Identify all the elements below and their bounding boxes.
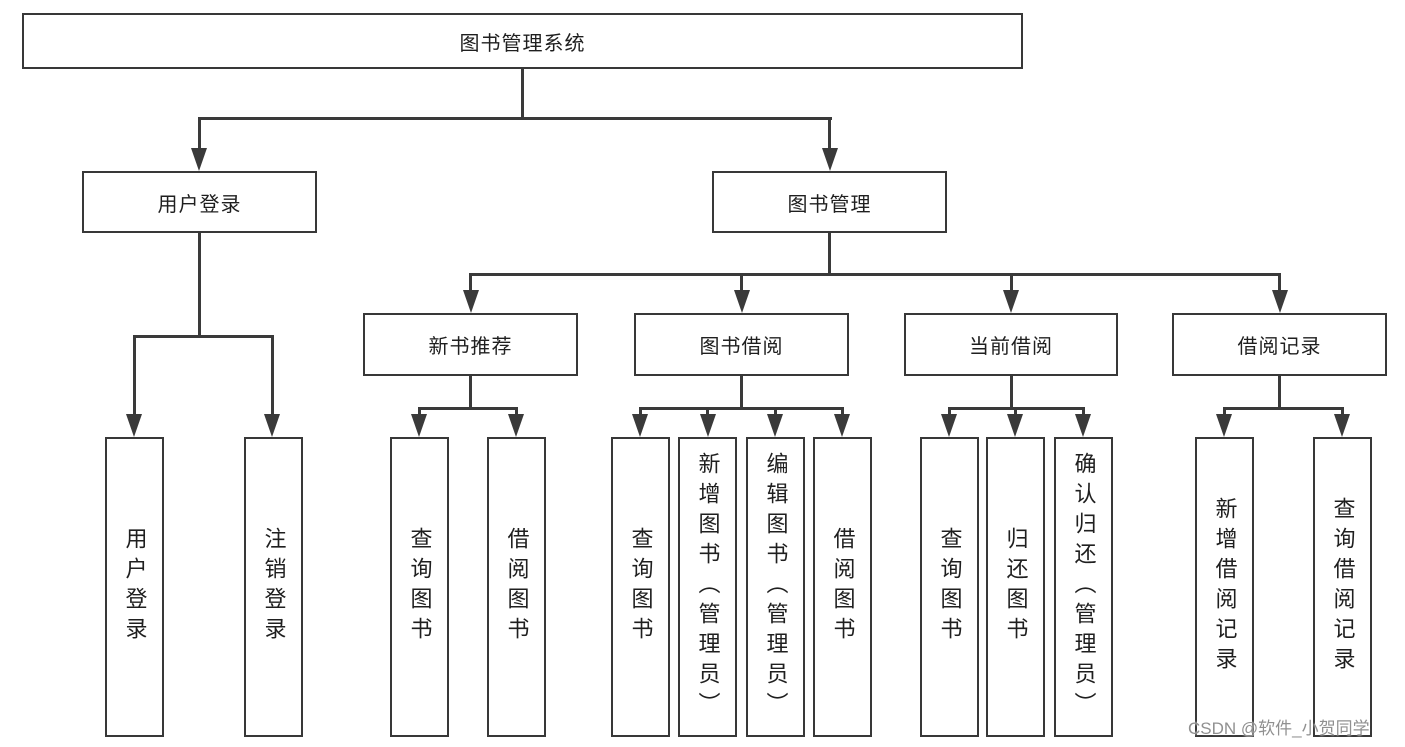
connector-line — [133, 335, 136, 417]
leaf-query-books-borrowing-label: 查询图书 — [628, 527, 654, 647]
connector-line — [1010, 376, 1013, 407]
leaf-logout-label: 注销登录 — [261, 527, 287, 647]
leaf-confirm-return-admin: 确认归还（管理员） — [1054, 437, 1113, 737]
arrow-down-icon — [411, 414, 427, 437]
arrow-down-icon — [1216, 414, 1232, 437]
connector-line — [418, 407, 421, 416]
node-borrowing-records: 借阅记录 — [1172, 313, 1387, 376]
connector-line — [1223, 407, 1226, 416]
arrow-down-icon — [191, 148, 207, 171]
arrow-down-icon — [700, 414, 716, 437]
connector-line — [521, 69, 524, 117]
connector-line — [1278, 273, 1281, 293]
node-book-borrowing-label: 图书借阅 — [699, 336, 784, 358]
leaf-user-login: 用户登录 — [105, 437, 164, 737]
node-new-book-recommendation-label: 新书推荐 — [428, 336, 513, 358]
node-user-login: 用户登录 — [82, 171, 317, 233]
connector-line — [198, 117, 201, 151]
leaf-edit-book-admin: 编辑图书（管理员） — [746, 437, 805, 737]
connector-line — [774, 407, 777, 416]
node-root-label: 图书管理系统 — [459, 32, 586, 55]
connector-line — [1010, 273, 1013, 293]
node-root: 图书管理系统 — [22, 13, 1023, 69]
node-current-borrowing: 当前借阅 — [904, 313, 1118, 376]
leaf-query-books-current: 查询图书 — [920, 437, 979, 737]
arrow-down-icon — [632, 414, 648, 437]
arrow-down-icon — [264, 414, 280, 437]
arrow-down-icon — [822, 148, 838, 171]
node-new-book-recommendation: 新书推荐 — [363, 313, 578, 376]
connector-line — [639, 407, 642, 416]
arrow-down-icon — [941, 414, 957, 437]
connector-line — [740, 273, 743, 293]
arrow-down-icon — [1075, 414, 1091, 437]
connector-line — [469, 273, 1281, 276]
leaf-borrow-books-recommend: 借阅图书 — [487, 437, 546, 737]
connector-line — [1278, 376, 1281, 407]
connector-line — [469, 376, 472, 407]
leaf-return-book: 归还图书 — [986, 437, 1045, 737]
arrow-down-icon — [767, 414, 783, 437]
connector-line — [841, 407, 844, 416]
leaf-edit-book-admin-label: 编辑图书（管理员） — [763, 452, 789, 722]
node-borrowing-records-label: 借阅记录 — [1237, 336, 1322, 358]
leaf-add-book-admin-label: 新增图书（管理员） — [695, 452, 721, 722]
leaf-query-books-current-label: 查询图书 — [937, 527, 963, 647]
connector-line — [1014, 407, 1017, 416]
arrow-down-icon — [463, 290, 479, 313]
connector-line — [271, 335, 274, 417]
connector-line — [198, 117, 832, 120]
connector-line — [828, 233, 831, 273]
connector-line — [418, 407, 518, 410]
arrow-down-icon — [1334, 414, 1350, 437]
connector-line — [706, 407, 709, 416]
node-book-management-label: 图书管理 — [787, 193, 872, 216]
connector-line — [1341, 407, 1344, 416]
leaf-query-books-recommend-label: 查询图书 — [407, 527, 433, 647]
connector-line — [1082, 407, 1085, 416]
connector-line — [948, 407, 951, 416]
leaf-user-login-label: 用户登录 — [122, 527, 148, 647]
arrow-down-icon — [508, 414, 524, 437]
connector-line — [740, 376, 743, 407]
arrow-down-icon — [834, 414, 850, 437]
leaf-add-borrow-record-label: 新增借阅记录 — [1212, 497, 1238, 677]
arrow-down-icon — [1003, 290, 1019, 313]
leaf-borrow-books-recommend-label: 借阅图书 — [504, 527, 530, 647]
connector-line — [515, 407, 518, 416]
node-book-management: 图书管理 — [712, 171, 947, 233]
leaf-query-borrow-record: 查询借阅记录 — [1313, 437, 1372, 737]
node-user-login-label: 用户登录 — [157, 193, 242, 216]
connector-line — [198, 233, 201, 335]
arrow-down-icon — [1007, 414, 1023, 437]
arrow-down-icon — [126, 414, 142, 437]
leaf-confirm-return-admin-label: 确认归还（管理员） — [1071, 452, 1097, 722]
arrow-down-icon — [734, 290, 750, 313]
connector-line — [1223, 407, 1344, 410]
node-book-borrowing: 图书借阅 — [634, 313, 849, 376]
arrow-down-icon — [1272, 290, 1288, 313]
leaf-logout: 注销登录 — [244, 437, 303, 737]
leaf-query-borrow-record-label: 查询借阅记录 — [1330, 497, 1356, 677]
watermark: CSDN @软件_小贺同学 — [1188, 719, 1370, 738]
leaf-borrow-books-borrowing-label: 借阅图书 — [830, 527, 856, 647]
leaf-borrow-books-borrowing: 借阅图书 — [813, 437, 872, 737]
connector-line — [828, 117, 831, 151]
leaf-query-books-recommend: 查询图书 — [390, 437, 449, 737]
connector-line — [133, 335, 274, 338]
connector-line — [469, 273, 472, 293]
leaf-return-book-label: 归还图书 — [1003, 527, 1029, 647]
connector-line — [639, 407, 844, 410]
node-current-borrowing-label: 当前借阅 — [969, 336, 1053, 358]
leaf-add-borrow-record: 新增借阅记录 — [1195, 437, 1254, 737]
leaf-add-book-admin: 新增图书（管理员） — [678, 437, 737, 737]
leaf-query-books-borrowing: 查询图书 — [611, 437, 670, 737]
